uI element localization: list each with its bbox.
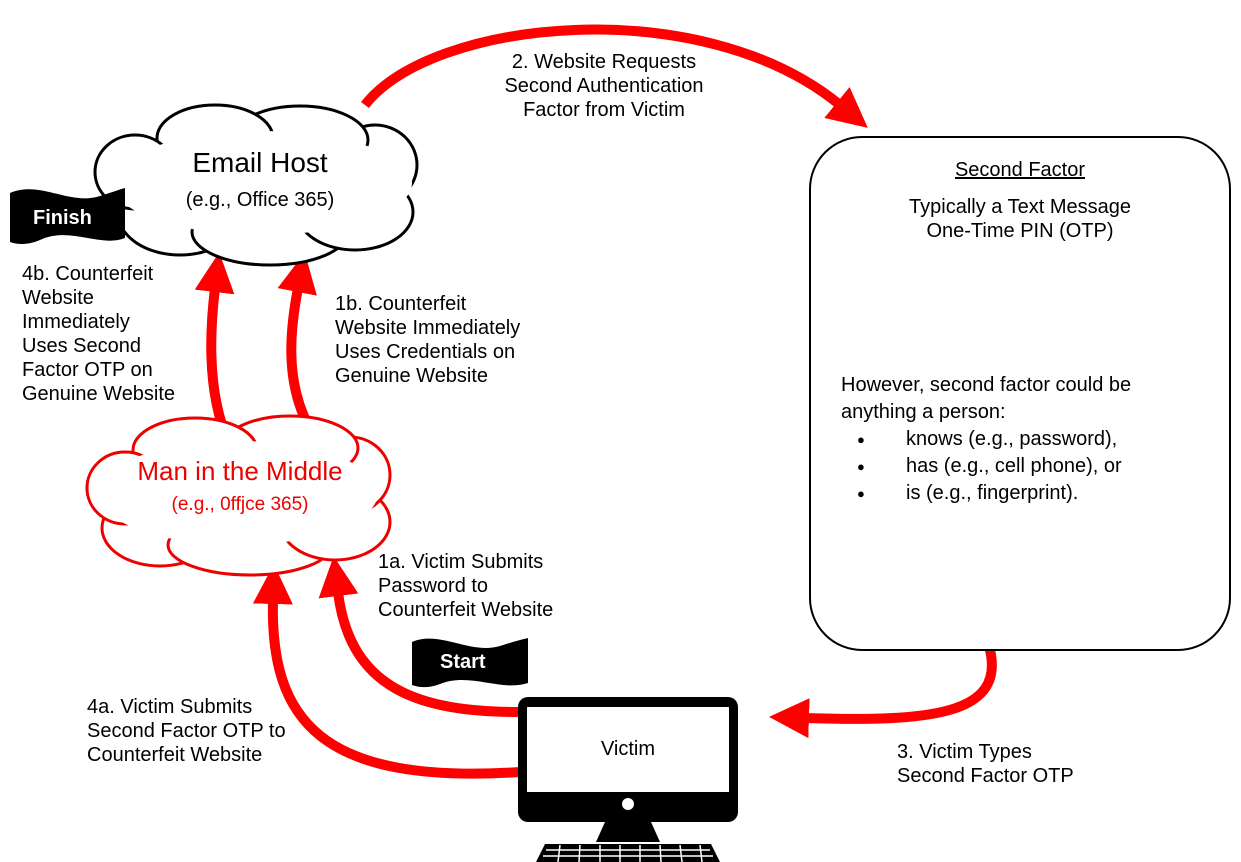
arrow-step-3 — [769, 648, 997, 739]
start-flag — [412, 638, 528, 688]
computer-icon — [518, 697, 738, 862]
step-3-label: 3. Victim Types Second Factor OTP — [897, 741, 1074, 787]
second-factor-however: However, second factor could be anything… — [841, 374, 1132, 423]
list-item: has (e.g., cell phone), or — [841, 453, 1221, 480]
arrow-step-1b — [277, 252, 317, 428]
list-item: knows (e.g., password), — [841, 426, 1221, 453]
mitm-title: Man in the Middle — [137, 456, 343, 486]
arrow-step-1a — [318, 556, 521, 717]
step-4a-label: 4a. Victim Submits Second Factor OTP to … — [87, 696, 286, 766]
step-1b-label: 1b. Counterfeit Website Immediately Uses… — [335, 293, 521, 387]
arrow-step-4a — [252, 564, 521, 779]
second-factor-list: knows (e.g., password), has (e.g., cell … — [841, 426, 1221, 507]
arrow-step-2 — [361, 24, 868, 128]
start-label: Start — [440, 651, 486, 673]
email-host-title: Email Host — [192, 147, 328, 178]
arrow-step-4b — [194, 252, 235, 427]
victim-label: Victim — [600, 738, 656, 760]
step-2-label: 2. Website Requests Second Authenticatio… — [504, 51, 704, 121]
step-1a-label: 1a. Victim Submits Password to Counterfe… — [378, 551, 554, 621]
mitm-subtitle: (e.g., 0ffjce 365) — [171, 494, 309, 515]
step-4b-label: 4b. Counterfeit Website Immediately Uses… — [22, 263, 176, 405]
finish-label: Finish — [33, 207, 92, 229]
second-factor-box — [809, 136, 1231, 651]
second-factor-description: Typically a Text Message One-Time PIN (O… — [909, 196, 1131, 242]
list-item: is (e.g., fingerprint). — [841, 480, 1221, 507]
email-host-subtitle: (e.g., Office 365) — [185, 189, 335, 211]
finish-flag — [10, 188, 125, 245]
second-factor-title: Second Factor — [954, 159, 1086, 181]
